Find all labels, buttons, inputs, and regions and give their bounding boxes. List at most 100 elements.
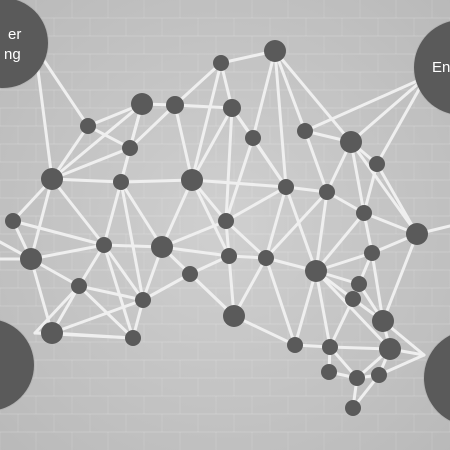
network-edge xyxy=(264,256,297,347)
network-node xyxy=(131,93,153,115)
network-edge xyxy=(349,75,428,144)
network-edge xyxy=(29,177,54,261)
network-node xyxy=(80,118,96,134)
network-node xyxy=(166,96,184,114)
network-node xyxy=(151,236,173,258)
network-edge xyxy=(328,297,355,349)
network-edge xyxy=(224,185,288,223)
network-node xyxy=(356,205,372,221)
network-node xyxy=(113,174,129,190)
network-edge xyxy=(33,284,81,335)
network-node xyxy=(379,338,401,360)
network-node xyxy=(96,237,112,253)
network-node xyxy=(258,250,274,266)
network-node xyxy=(71,278,87,294)
network-edge xyxy=(190,61,223,182)
network-node xyxy=(221,248,237,264)
network-edge xyxy=(224,106,234,223)
network-node xyxy=(345,400,361,416)
network-edge xyxy=(102,180,123,247)
network-node xyxy=(181,169,203,191)
network-node xyxy=(278,179,294,195)
network-edge xyxy=(77,243,106,288)
network-edge xyxy=(190,106,234,182)
network-edge xyxy=(381,232,419,323)
network-node xyxy=(223,99,241,117)
network-edge xyxy=(190,178,231,258)
network-edge xyxy=(264,190,329,260)
network-edge xyxy=(303,129,329,194)
network-node xyxy=(5,213,21,229)
network-node xyxy=(122,140,138,156)
network-edge xyxy=(377,353,426,377)
network-edge xyxy=(232,314,297,347)
network-edge xyxy=(303,75,428,133)
network-edge xyxy=(293,269,318,347)
network-node xyxy=(305,260,327,282)
network-node xyxy=(351,276,367,292)
network-edge xyxy=(50,146,132,181)
network-edge xyxy=(141,272,192,302)
network-edge xyxy=(160,245,231,258)
network-edge xyxy=(273,49,353,144)
network-edge xyxy=(375,75,428,166)
network-edge xyxy=(29,243,106,261)
network-edge xyxy=(173,103,194,182)
network-node xyxy=(125,330,141,346)
network-edge xyxy=(314,269,392,351)
network-edge xyxy=(251,136,288,189)
network-edge xyxy=(349,140,366,215)
network-node xyxy=(135,292,151,308)
network-edge xyxy=(349,140,419,236)
network-node xyxy=(245,130,261,146)
network-node xyxy=(264,40,286,62)
network-edge xyxy=(119,178,194,184)
network-node xyxy=(287,337,303,353)
corner-node-top-left-label-line-1: er xyxy=(8,26,22,43)
network-edge xyxy=(224,136,255,223)
network-edge xyxy=(128,103,177,150)
network-edge xyxy=(102,243,145,302)
network-edge xyxy=(273,49,307,133)
network-edge xyxy=(50,177,106,247)
network-edge xyxy=(160,178,194,249)
network-edge xyxy=(314,211,366,273)
network-edge xyxy=(190,178,288,189)
network-edge xyxy=(50,102,144,181)
network-edge xyxy=(232,256,268,318)
network-edge xyxy=(370,251,385,323)
network-edge xyxy=(251,49,277,140)
network-node xyxy=(369,156,385,172)
network-node xyxy=(345,291,361,307)
network-node xyxy=(20,248,42,270)
network-node xyxy=(406,223,428,245)
network-edge xyxy=(284,185,318,273)
network-node xyxy=(182,266,198,282)
network-edge xyxy=(50,298,145,335)
network-edge xyxy=(119,180,145,302)
network-node xyxy=(223,305,245,327)
network-edge xyxy=(314,190,329,273)
network-edge xyxy=(11,219,106,247)
network-edge xyxy=(77,284,145,302)
network-node xyxy=(372,310,394,332)
network-node xyxy=(213,55,229,71)
corner-node-top-right-label: Eng xyxy=(432,59,450,76)
network-edge xyxy=(160,219,228,249)
corner-node-top-left-label-line-2: ng xyxy=(4,46,21,63)
network-node xyxy=(218,213,234,229)
network-edge xyxy=(273,49,288,189)
network-node xyxy=(340,131,362,153)
network-edge xyxy=(224,219,268,260)
network-node xyxy=(364,245,380,261)
network-edge xyxy=(375,162,419,236)
network-edge xyxy=(102,243,135,340)
network-edge xyxy=(50,177,123,184)
network-node xyxy=(41,168,63,190)
network-edge xyxy=(314,269,332,349)
network-node xyxy=(321,364,337,380)
network-node xyxy=(41,322,63,344)
network-node xyxy=(322,339,338,355)
